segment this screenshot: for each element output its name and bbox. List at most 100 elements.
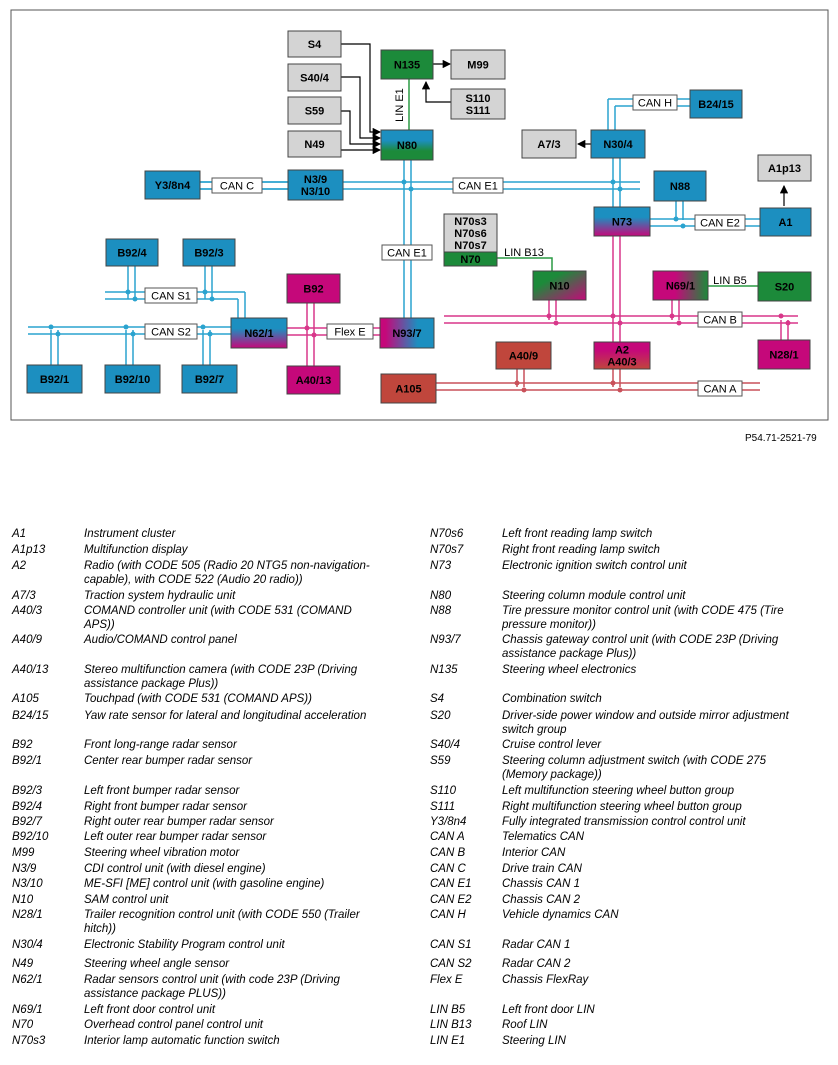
legend-code: A40/9: [12, 634, 43, 646]
node-box: [443, 251, 498, 267]
node-box: [593, 206, 651, 237]
legend-description: Touchpad (with CODE 531 (COMAND APS)): [84, 693, 312, 705]
legend-code: A40/3: [12, 605, 43, 617]
legend-description: Front long-range radar sensor: [84, 739, 237, 751]
node-label: Y3/8n4: [155, 180, 191, 192]
legend-description: Trailer recognition control unit (with C…: [84, 909, 360, 935]
legend-code: A2: [12, 560, 27, 572]
node-label: A2: [615, 345, 629, 357]
node-box: [286, 273, 341, 304]
legend-description: Instrument cluster: [84, 528, 176, 540]
bus-label-can-c-text: CAN C: [220, 181, 254, 193]
legend-code: S4: [430, 693, 445, 705]
legend-description: Radar CAN 1: [502, 939, 571, 951]
node-n93-7: N93/7: [379, 317, 435, 349]
legend-code: CAN A: [430, 831, 465, 843]
legend-description: Chassis CAN 2: [502, 894, 580, 906]
legend-code: N135: [430, 664, 458, 676]
legend-code: A40/13: [12, 664, 49, 676]
node-s4: S4: [287, 30, 342, 58]
legend-description: Left outer rear bumper radar sensor: [84, 831, 267, 843]
legend-description: Center rear bumper radar sensor: [84, 755, 253, 767]
node-a1p13: A1p13: [757, 154, 812, 182]
node-y3-8n4: Y3/8n4: [144, 170, 201, 200]
legend-description: Radio (with CODE 505 (Radio 20 NTG5 non-…: [84, 560, 370, 586]
node-n73: N73: [593, 206, 651, 237]
node-label: N62/1: [244, 328, 273, 340]
node-n69-1: N69/1: [652, 270, 709, 301]
legend-code: B92: [12, 739, 33, 751]
node-n49: N49: [287, 130, 342, 158]
legend-code: B92/7: [12, 816, 43, 828]
legend-description: Right multifunction steering wheel butto…: [502, 801, 742, 813]
bus-label-can-h: CAN H: [632, 94, 678, 111]
node-label: A40/9: [509, 351, 538, 363]
legend-description: Electronic ignition switch control unit: [502, 560, 687, 572]
node-box: [450, 88, 506, 120]
node-b92-7: B92/7: [181, 364, 238, 394]
node-label: N70: [460, 254, 480, 266]
node-box: [380, 129, 434, 161]
legend-code: LIN B13: [430, 1019, 472, 1031]
legend-code: CAN E1: [430, 878, 472, 890]
legend-description: Combination switch: [502, 693, 602, 705]
node-label: N88: [670, 181, 690, 193]
bus-label-lin-b5: LIN B5: [713, 275, 747, 287]
legend-description: Electronic Stability Program control uni…: [84, 939, 285, 951]
node-box: [495, 341, 552, 370]
legend-code: S40/4: [430, 739, 461, 751]
bus-label-can-e1-top-text: CAN E1: [458, 181, 498, 193]
bus-label-can-e2: CAN E2: [694, 214, 746, 231]
legend-description: Steering wheel angle sensor: [84, 958, 230, 970]
legend-code: B92/10: [12, 831, 49, 843]
node-b92-10: B92/10: [104, 364, 161, 394]
node-box: [287, 30, 342, 58]
bus-label-can-s2: CAN S2: [144, 323, 198, 340]
node-a7-3: A7/3: [521, 129, 577, 159]
legend-code: S110: [430, 785, 457, 797]
legend-description: Steering LIN: [502, 1035, 566, 1047]
legend-description: Stereo multifunction camera (with CODE 2…: [84, 664, 358, 690]
legend-description: Driver-side power window and outside mir…: [502, 710, 789, 736]
bus-label-flex-e-text: Flex E: [334, 327, 365, 339]
legend-description: Yaw rate sensor for lateral and longitud…: [84, 710, 367, 722]
legend-code: B92/4: [12, 801, 43, 813]
node-label: A7/3: [537, 139, 560, 151]
legend-code: B24/15: [12, 710, 49, 722]
node-n80: N80: [380, 129, 434, 161]
legend-description: Left front door LIN: [502, 1004, 595, 1016]
legend-description: Radar CAN 2: [502, 958, 571, 970]
node-s59: S59: [287, 96, 342, 125]
lin-lines: [408, 79, 758, 287]
legend-description: Telematics CAN: [502, 831, 585, 843]
node-box: [652, 270, 709, 301]
legend-description: Chassis FlexRay: [502, 974, 589, 986]
legend-item: B92/10 Left outer rear bumper radar senso…: [12, 831, 417, 861]
node-b24-15: B24/15: [689, 89, 743, 119]
bus-label-can-e1-vert-text: CAN E1: [387, 248, 427, 260]
legend-code: N80: [430, 590, 452, 602]
legend-description: Right front reading lamp switch: [502, 544, 660, 556]
legend-description: Audio/COMAND control panel: [84, 634, 237, 646]
legend-description: Multifunction display: [84, 544, 188, 556]
node-box: [26, 364, 83, 394]
node-box: [181, 364, 238, 394]
legend-description: Roof LIN: [502, 1019, 548, 1031]
legend-code: Y3/8n4: [430, 816, 467, 828]
legend-code: LIN B5: [430, 1004, 466, 1016]
node-box: [380, 373, 437, 404]
node-n30-4: N30/4: [590, 129, 646, 159]
legend-code: N62/1: [12, 974, 43, 986]
node-label: M99: [467, 60, 488, 72]
